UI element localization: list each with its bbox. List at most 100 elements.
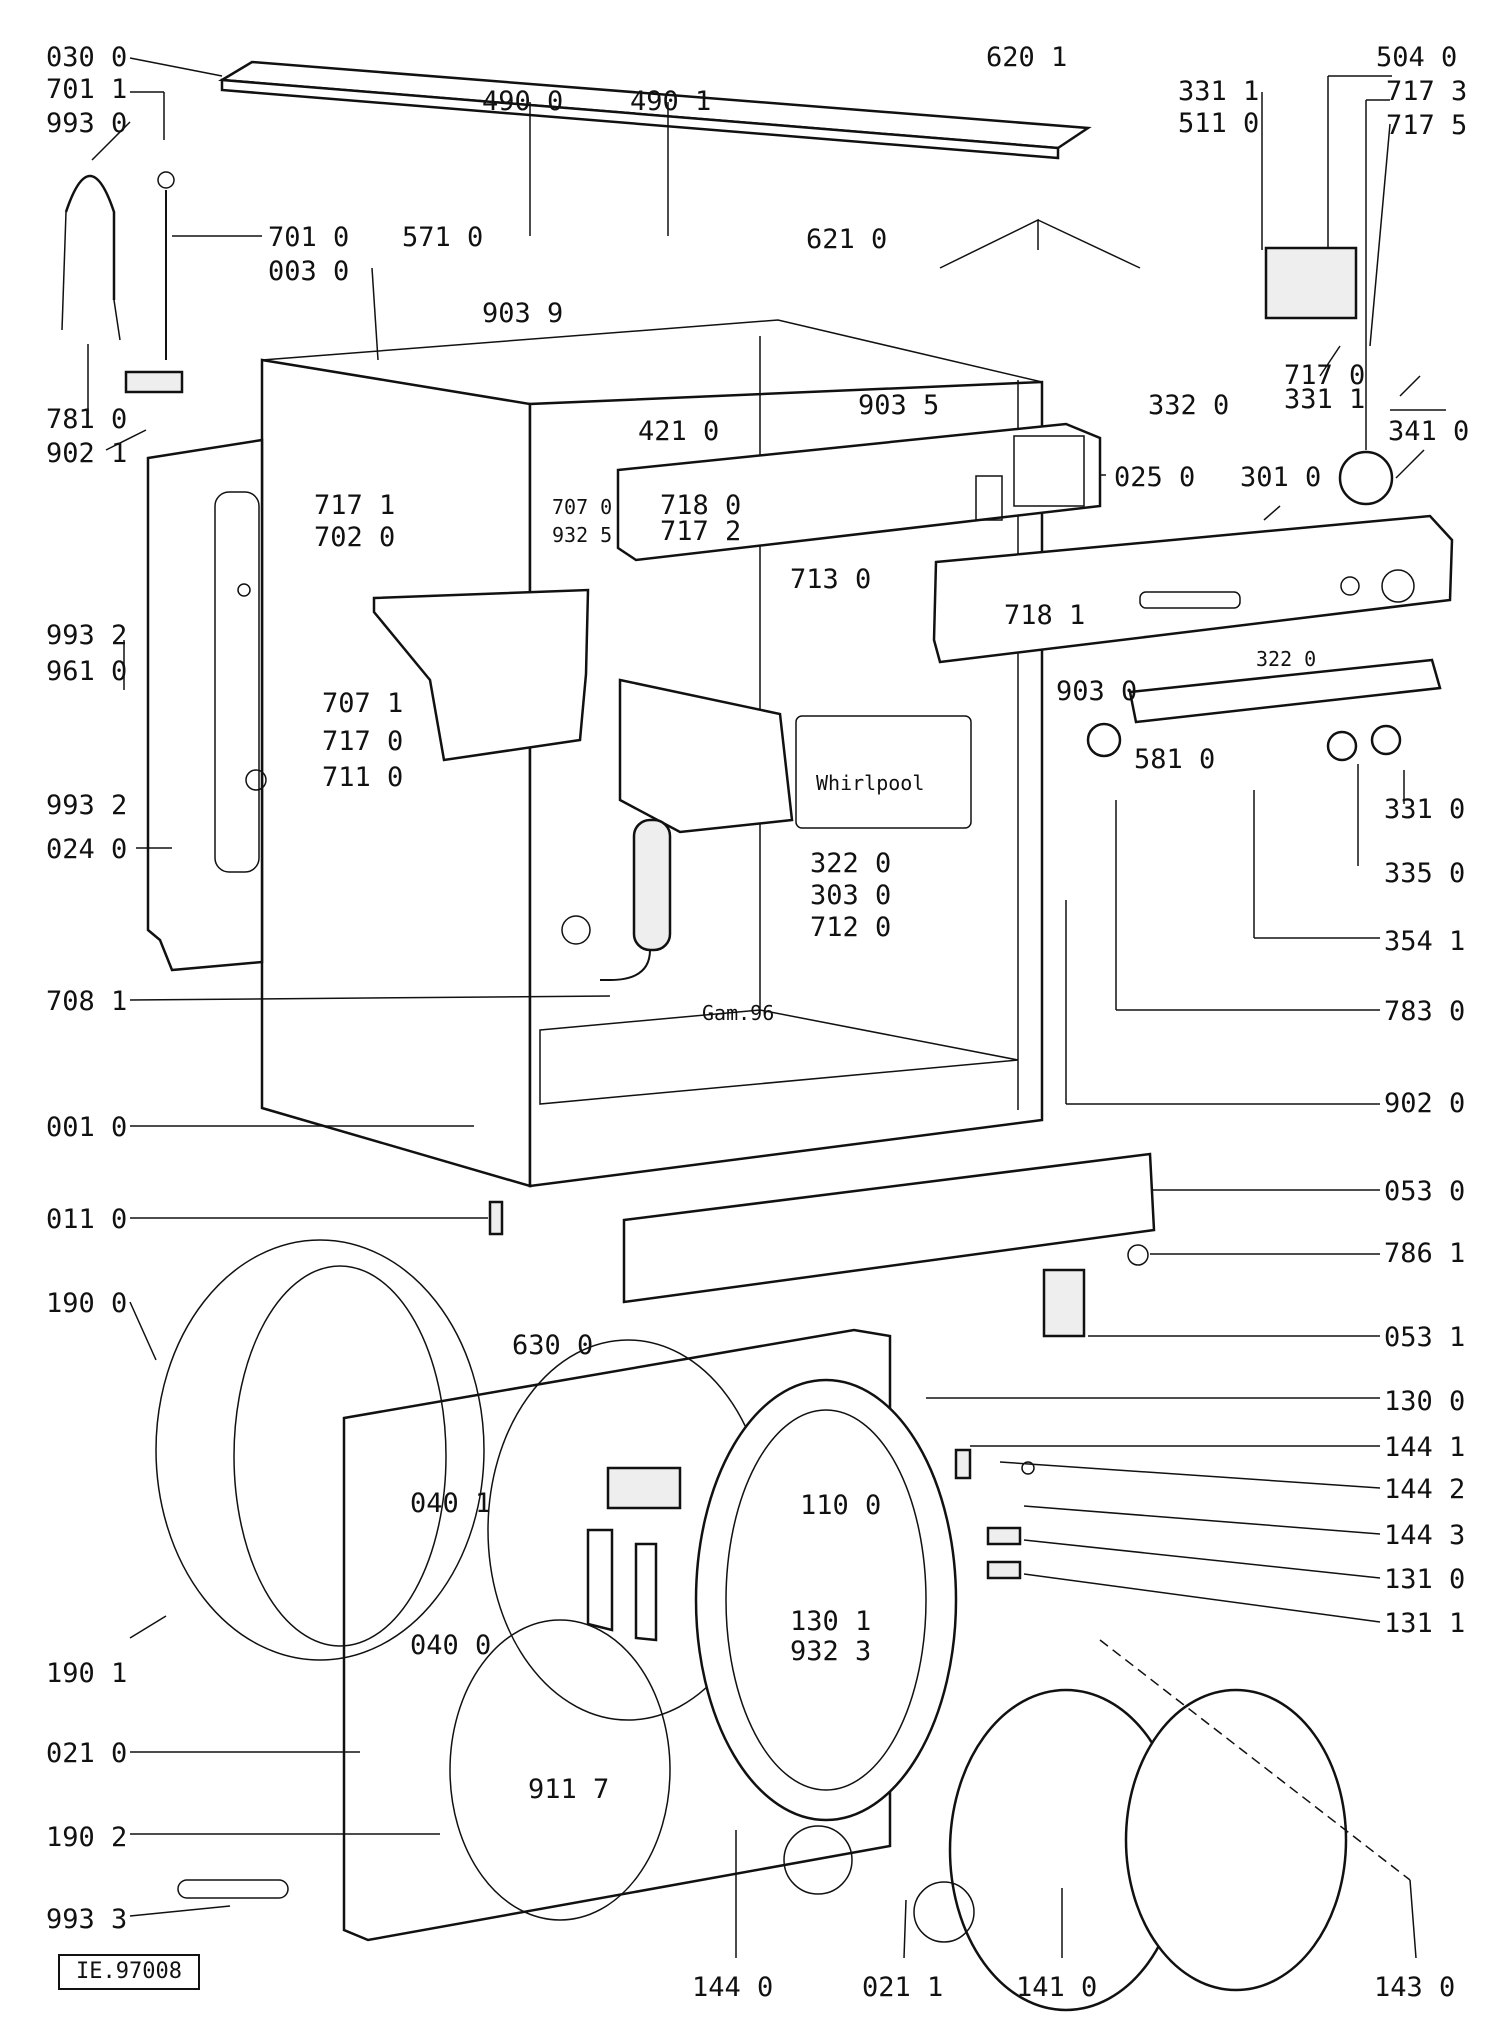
part-label-711: 711 0 (322, 762, 403, 793)
part-label-335: 335 0 (1384, 858, 1465, 889)
part-label-021-0: 021 0 (46, 1738, 127, 1769)
part-label-040-0: 040 0 (410, 1630, 491, 1661)
part-label-902-1: 902 1 (46, 438, 127, 469)
part-label-490-0: 490 0 (482, 86, 563, 117)
part-label-717-3: 717 3 (1386, 76, 1467, 107)
part-label-903-5: 903 5 (858, 390, 939, 421)
part-label-571: 571 0 (402, 222, 483, 253)
part-label-718-0: 718 0 (660, 490, 741, 521)
part-label-131-1: 131 1 (1384, 1608, 1465, 1639)
part-label-781: 781 0 (46, 404, 127, 435)
part-label-003: 003 0 (268, 256, 349, 287)
part-label-911: 911 7 (528, 1774, 609, 1805)
part-label-932-3: 932 3 (790, 1636, 871, 1667)
indicator-strip (1128, 658, 1442, 724)
part-label-131-0: 131 0 (1384, 1564, 1465, 1595)
part-label-021-1: 021 1 (862, 1972, 943, 2003)
part-label-961: 961 0 (46, 656, 127, 687)
part-label-144-3: 144 3 (1384, 1520, 1465, 1551)
part-label-713: 713 0 (790, 564, 871, 595)
part-label-322-0b: 322 0 (1256, 647, 1316, 671)
part-label-040-1: 040 1 (410, 1488, 491, 1519)
part-label-144-1: 144 1 (1384, 1432, 1465, 1463)
part-label-190-1: 190 1 (46, 1658, 127, 1689)
part-label-903-9: 903 9 (482, 298, 563, 329)
part-label-707-1: 707 1 (322, 688, 403, 719)
plinth-and-foot (488, 1152, 1156, 1338)
door-glass-cap (913, 1881, 975, 1943)
water-valve-hoses (61, 171, 184, 394)
part-label-190-2: 190 2 (46, 1822, 127, 1853)
part-label-504: 504 0 (1376, 42, 1457, 73)
part-label-110: 110 0 (800, 1490, 881, 1521)
part-label-620: 620 1 (986, 42, 1067, 73)
part-label-717-5: 717 5 (1386, 110, 1467, 141)
part-label-322-0a: 322 0 (810, 848, 891, 879)
part-label-993-0: 993 0 (46, 108, 127, 139)
part-label-932-5: 932 5 (552, 523, 612, 547)
leader-lines (87, 57, 1446, 1959)
part-label-144-2: 144 2 (1384, 1474, 1465, 1505)
drum-seal (155, 1239, 485, 1661)
part-label-621: 621 0 (806, 224, 887, 255)
part-label-130-0: 130 0 (1384, 1386, 1465, 1417)
part-label-341: 341 0 (1388, 416, 1469, 447)
part-label-190-0: 190 0 (46, 1288, 127, 1319)
part-label-332: 332 0 (1148, 390, 1229, 421)
part-label-718-1: 718 1 (1004, 600, 1085, 631)
part-label-331-1a: 331 1 (1178, 76, 1259, 107)
part-label-001: 001 0 (46, 1112, 127, 1143)
part-label-303: 303 0 (810, 880, 891, 911)
part-label-717-0b: 717 0 (1284, 360, 1365, 391)
part-label-030: 030 0 (46, 42, 127, 73)
part-label-903-0: 903 0 (1056, 676, 1137, 707)
brand-marking: Whirlpool (816, 771, 924, 795)
part-label-717-1: 717 1 (314, 490, 395, 521)
part-label-143: 143 0 (1374, 1972, 1455, 2003)
rear-panel (146, 438, 267, 972)
part-label-354: 354 1 (1384, 926, 1465, 957)
part-label-301: 301 0 (1240, 462, 1321, 493)
part-label-993-2b: 993 2 (46, 790, 127, 821)
part-label-024: 024 0 (46, 834, 127, 865)
part-label-490-1: 490 1 (630, 86, 711, 117)
part-label-993-2a: 993 2 (46, 620, 127, 651)
part-label-786: 786 1 (1384, 1238, 1465, 1269)
top-cover (218, 60, 1092, 160)
part-label-331-0: 331 0 (1384, 794, 1465, 825)
control-panel-rail (616, 422, 1102, 562)
date-marking: Gam.96 (702, 1001, 774, 1025)
part-label-902-0: 902 0 (1384, 1088, 1465, 1119)
part-label-717-2: 717 2 (660, 516, 741, 547)
part-label-141: 141 0 (1016, 1972, 1097, 2003)
part-label-511: 511 0 (1178, 108, 1259, 139)
control-fascia (932, 514, 1454, 664)
part-label-707-0: 707 0 (552, 495, 612, 519)
part-label-130-1: 130 1 (790, 1606, 871, 1637)
part-label-421: 421 0 (638, 416, 719, 447)
part-label-701-0: 701 0 (268, 222, 349, 253)
part-label-717-0a: 717 0 (322, 726, 403, 757)
part-label-025: 025 0 (1114, 462, 1195, 493)
part-label-712: 712 0 (810, 912, 891, 943)
part-label-630: 630 0 (512, 1330, 593, 1361)
part-label-053-1: 053 1 (1384, 1322, 1465, 1353)
door-assembly (694, 1378, 1348, 2012)
part-label-702: 702 0 (314, 522, 395, 553)
wrench-tool (177, 1879, 289, 1899)
part-label-144-0: 144 0 (692, 1972, 773, 2003)
part-label-581: 581 0 (1134, 744, 1215, 775)
control-knobs (1086, 246, 1402, 762)
part-label-331-1b: 331 1 (1284, 384, 1365, 415)
part-label-993-3: 993 3 (46, 1904, 127, 1935)
part-label-783: 783 0 (1384, 996, 1465, 1027)
part-label-701-1: 701 1 (46, 74, 127, 105)
door-lock-and-hose (561, 818, 672, 981)
detergent-dispenser: Whirlpool (372, 588, 972, 834)
part-label-708: 708 1 (46, 986, 127, 1017)
part-label-053-0: 053 0 (1384, 1176, 1465, 1207)
reference-code: IE.97008 (58, 1954, 200, 1990)
part-label-011: 011 0 (46, 1204, 127, 1235)
